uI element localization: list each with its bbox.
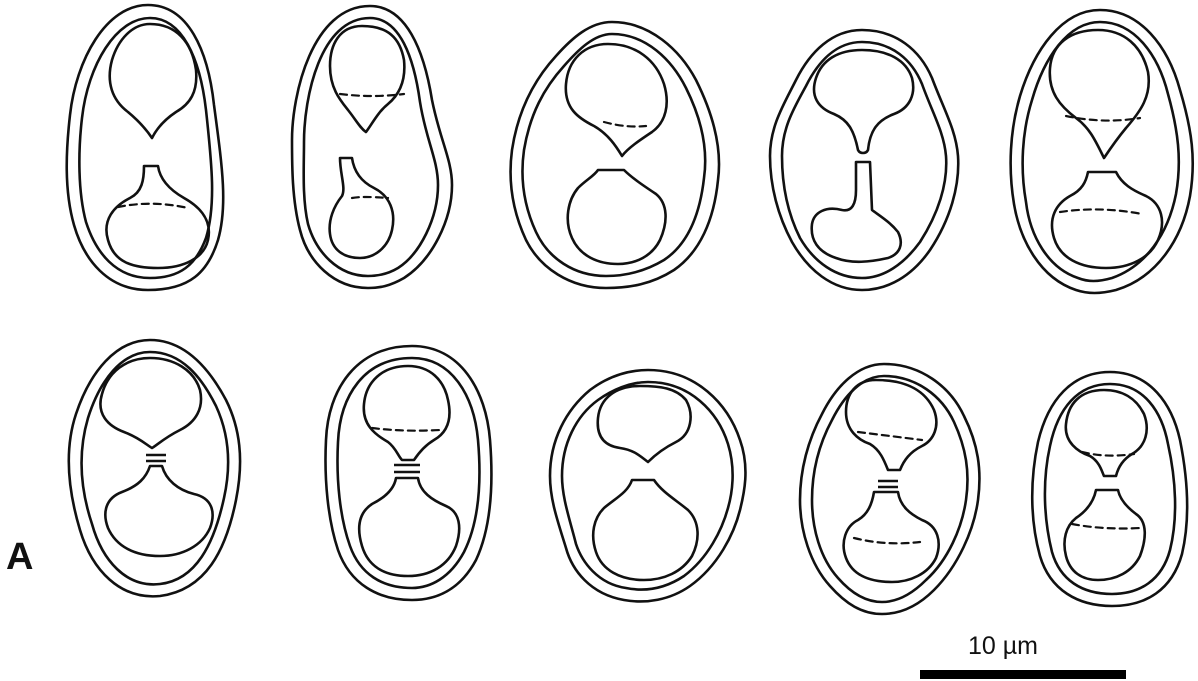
pollen-grain-8 <box>550 370 745 601</box>
pollen-grain-7 <box>326 346 492 600</box>
pollen-grain-3 <box>511 22 719 288</box>
pollen-grain-5 <box>1011 10 1193 293</box>
panel-label: A <box>6 536 33 579</box>
pollen-grain-2 <box>292 6 452 288</box>
scale-bar-label: 10 µm <box>968 632 1038 661</box>
pollen-grain-1 <box>67 5 224 290</box>
pollen-grain-10 <box>1032 372 1187 606</box>
scale-bar <box>920 670 1126 679</box>
pollen-grain-9 <box>800 364 979 614</box>
pollen-grain-6 <box>69 340 240 596</box>
pollen-grain-4 <box>770 30 958 290</box>
